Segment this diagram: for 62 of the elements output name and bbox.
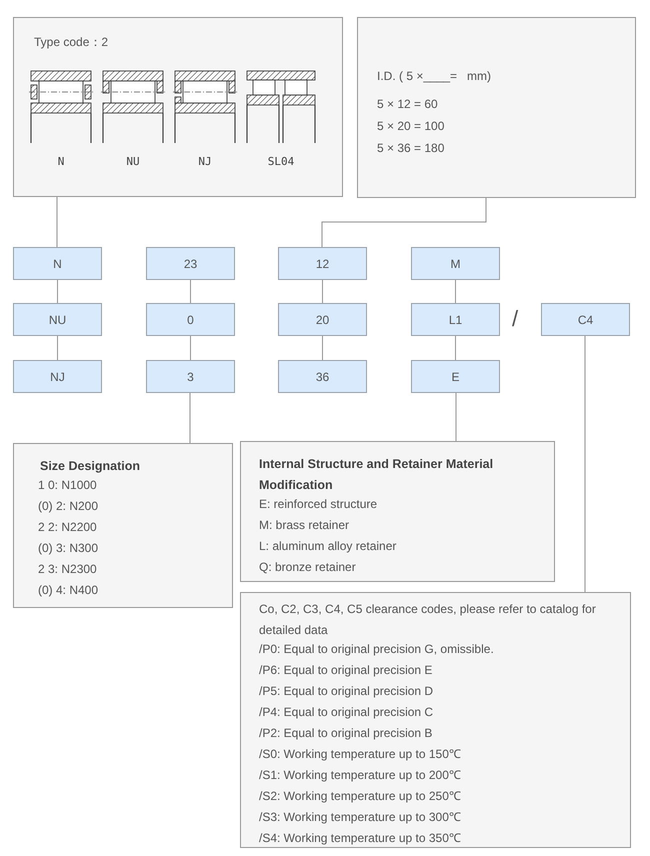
code-description: (0) 4: N400	[38, 582, 100, 598]
code-description: /S0: Working temperature up to 150℃	[259, 746, 462, 762]
code-description: /P0: Equal to original precision G, omissible.	[259, 641, 495, 657]
designation-code-box: 20	[278, 303, 367, 336]
connector-line	[322, 198, 486, 248]
panel-heading: Internal Structure and Retainer Material Modification	[259, 456, 494, 494]
designation-code-box: C4	[541, 303, 630, 336]
code-description: /P6: Equal to original precision E	[259, 662, 434, 678]
designation-code-box: 36	[278, 360, 367, 393]
connector-line	[322, 280, 323, 304]
designation-code-box: 0	[146, 303, 235, 336]
designation-code-box: 23	[146, 247, 235, 280]
code-description: /S4: Working temperature up to 350℃	[259, 830, 462, 846]
code-description: 1 0: N1000	[38, 477, 98, 493]
connector-line	[455, 280, 456, 304]
connector-line	[57, 336, 58, 360]
panel-text: Co, C2, C3, C4, C5 clearance codes, please refer to catalog for detailed data	[259, 601, 597, 639]
code-description: 5 × 12 = 60	[377, 96, 439, 112]
code-description: 5 × 36 = 180	[377, 140, 446, 156]
code-description: /P2: Equal to original precision B	[259, 725, 434, 741]
connector-line	[322, 336, 323, 360]
code-description: 2 2: N2200	[38, 519, 98, 535]
panel-heading: Size Designation	[40, 458, 142, 475]
designation-code-box: L1	[411, 303, 500, 336]
designation-code-box: 12	[278, 247, 367, 280]
code-description: 2 3: N2300	[38, 561, 98, 577]
bearing-type-caption: SL04	[266, 155, 296, 168]
code-description: /S1: Working temperature up to 200℃	[259, 767, 462, 783]
info-panel	[13, 443, 233, 608]
bearing-type-caption: N	[56, 155, 66, 168]
code-description: /S2: Working temperature up to 250℃	[259, 788, 462, 804]
designation-code-box: 3	[146, 360, 235, 393]
connector-line	[56, 196, 58, 248]
code-description: Q: bronze retainer	[259, 559, 357, 575]
connector-line	[455, 336, 456, 360]
code-description: /S3: Working temperature up to 300℃	[259, 809, 462, 825]
connector-line	[190, 336, 191, 360]
code-description: (0) 3: N300	[38, 540, 100, 556]
connector-line	[57, 280, 58, 304]
code-description: E: reinforced structure	[259, 496, 378, 512]
panel-text: I.D. ( 5 ×____= mm)	[377, 68, 492, 84]
bearing-type-caption: NU	[125, 155, 141, 168]
designation-code-box: E	[411, 360, 500, 393]
code-description: M: brass retainer	[259, 517, 350, 533]
info-panel	[357, 17, 636, 198]
panel-text: Type code：2	[34, 34, 110, 50]
designation-code-box: N	[13, 247, 102, 280]
separator-slash: /	[512, 306, 518, 332]
bearing-type-caption: NJ	[197, 155, 213, 168]
code-description: /P4: Equal to original precision C	[259, 704, 434, 720]
connector-line	[584, 336, 586, 592]
connector-line	[190, 280, 191, 304]
designation-code-box: M	[411, 247, 500, 280]
code-description: 5 × 20 = 100	[377, 118, 446, 134]
code-description: L: aluminum alloy retainer	[259, 538, 398, 554]
code-description: (0) 2: N200	[38, 498, 100, 514]
info-panel	[240, 592, 631, 848]
info-panel	[13, 17, 343, 197]
code-description: /P5: Equal to original precision D	[259, 683, 434, 699]
info-panel	[240, 441, 555, 582]
designation-code-box: NJ	[13, 360, 102, 393]
designation-code-box: NU	[13, 303, 102, 336]
